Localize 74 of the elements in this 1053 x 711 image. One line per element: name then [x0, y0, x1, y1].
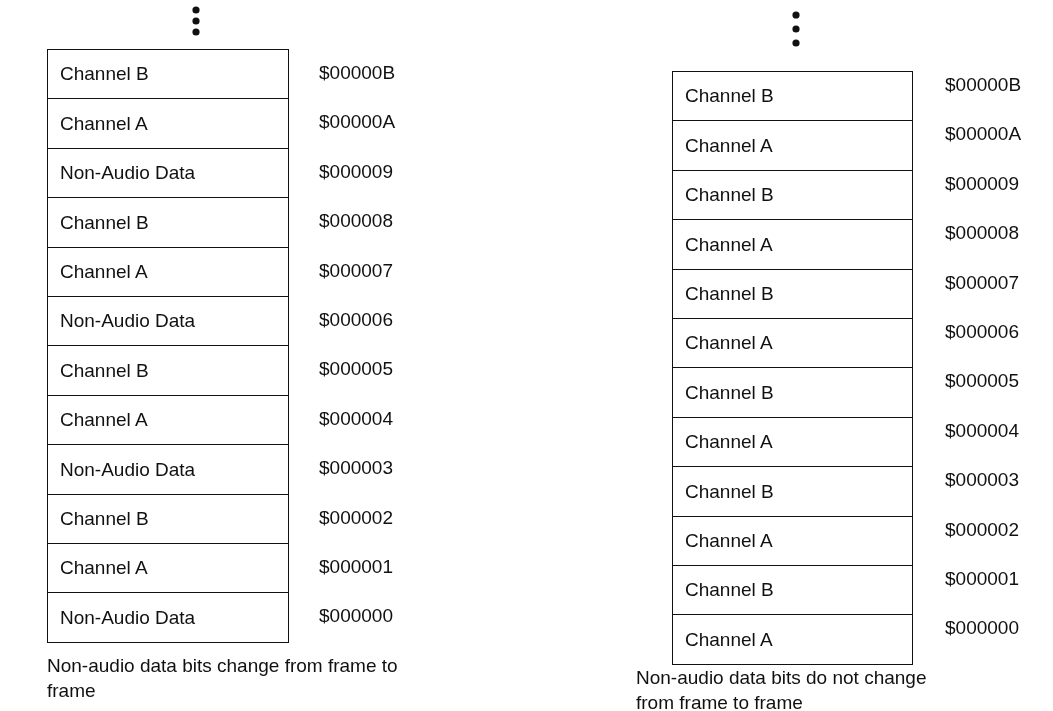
cell-label: Channel A	[60, 261, 148, 284]
cell-label: Channel A	[685, 431, 773, 454]
memory-cell	[47, 197, 289, 249]
cell-label: Channel A	[685, 332, 773, 355]
caption: Non-audio data bits do not change from frame to frame	[636, 666, 928, 711]
cell-label: Channel B	[685, 283, 774, 306]
cell-label: Channel B	[60, 359, 149, 382]
memory-cell	[672, 120, 913, 172]
address-label: $000006	[945, 321, 1019, 343]
memory-cell	[672, 318, 913, 369]
address-label: $000001	[945, 568, 1019, 590]
memory-cell	[47, 444, 289, 496]
cell-label: Non-Audio Data	[60, 310, 196, 333]
cell-label: Non-Audio Data	[60, 458, 196, 481]
address-label: $000003	[319, 457, 393, 480]
memory-cell	[47, 246, 289, 298]
cell-label: Channel A	[685, 233, 773, 256]
cell-label: Channel B	[685, 480, 774, 503]
address-label: $000009	[945, 172, 1019, 195]
memory-cell	[47, 493, 289, 545]
memory-cell	[672, 71, 913, 122]
cell-label: Channel B	[685, 381, 774, 404]
memory-cell	[672, 416, 913, 468]
caption: Non-audio data bits change from frame to frame	[47, 654, 399, 703]
address-label: $000004	[319, 407, 393, 430]
cell-label: Channel A	[60, 409, 148, 432]
cell-label: Channel A	[685, 628, 773, 651]
address-label: $000006	[319, 309, 393, 331]
memory-cell	[47, 49, 289, 100]
cell-label: Channel B	[685, 85, 774, 108]
memory-cell	[47, 147, 289, 199]
cell-label: Channel A	[60, 112, 148, 135]
cell-label: Channel A	[60, 557, 148, 580]
cell-label: Non-Audio Data	[60, 606, 196, 629]
address-label: $000003	[945, 469, 1019, 492]
cell-label: Channel A	[685, 530, 773, 553]
address-label: $000005	[945, 370, 1019, 393]
address-label: $000008	[945, 222, 1019, 245]
memory-cell	[47, 394, 289, 446]
cell-label: Non-Audio Data	[60, 162, 196, 185]
address-label: $00000A	[945, 123, 1022, 146]
address-label: $00000A	[319, 111, 396, 134]
cell-label: Channel B	[685, 184, 774, 207]
memory-cell	[672, 367, 913, 419]
memory-cell	[47, 592, 289, 644]
memory-cell	[47, 98, 289, 150]
cell-label: Channel A	[685, 134, 773, 157]
address-label: $000002	[945, 518, 1019, 541]
address-label: $000005	[319, 358, 393, 381]
cell-label: Channel B	[685, 579, 774, 602]
memory-cell	[672, 169, 913, 221]
address-label: $000007	[319, 259, 393, 282]
memory-cell	[672, 466, 913, 518]
memory-cell	[47, 296, 289, 347]
memory-cell	[672, 565, 913, 616]
address-label: $000007	[945, 271, 1019, 294]
address-label: $00000B	[945, 74, 1022, 96]
address-label: $000000	[945, 617, 1019, 640]
address-label: $00000B	[319, 62, 396, 84]
memory-cell	[672, 268, 913, 320]
address-label: $000001	[319, 556, 393, 578]
memory-cell	[672, 614, 913, 666]
memory-cell	[672, 515, 913, 567]
address-label: $000008	[319, 210, 393, 233]
address-label: $000009	[319, 160, 393, 183]
address-label: $000002	[319, 506, 393, 529]
memory-cell	[672, 219, 913, 271]
cell-label: Channel B	[60, 63, 149, 86]
memory-cell	[47, 543, 289, 594]
memory-cell	[47, 345, 289, 397]
address-label: $000004	[945, 419, 1019, 442]
address-label: $000000	[319, 605, 393, 628]
cell-label: Channel B	[60, 508, 149, 531]
cell-label: Channel B	[60, 211, 149, 234]
